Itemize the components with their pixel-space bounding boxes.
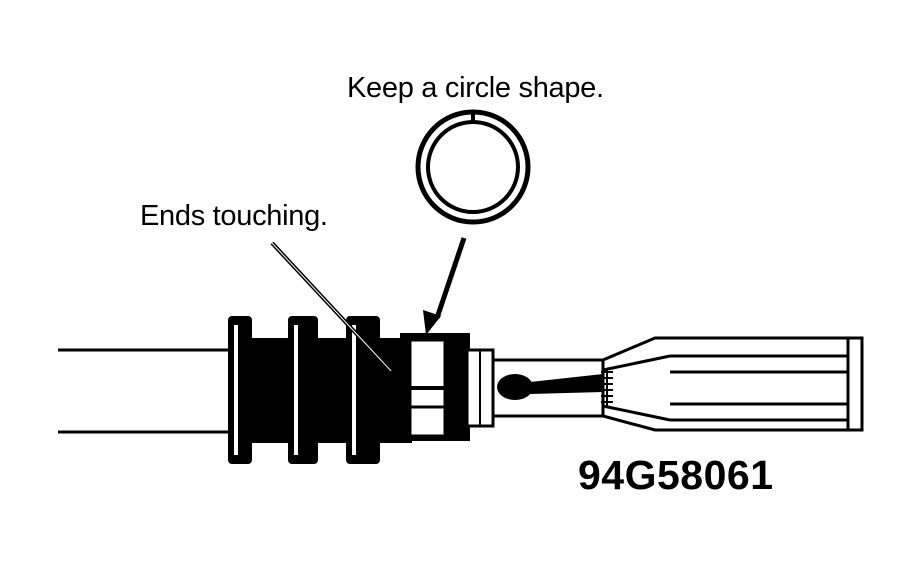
boot-highlights xyxy=(234,325,356,455)
boot-band xyxy=(408,338,495,438)
figure-id: 94G58061 xyxy=(578,452,774,498)
leader-line xyxy=(270,241,410,386)
band-tail xyxy=(497,374,603,400)
ends-touching-label: Ends touching. xyxy=(140,200,328,232)
keep-circle-label: Keep a circle shape. xyxy=(347,72,604,104)
retaining-ring-icon xyxy=(415,109,531,225)
left-shaft xyxy=(58,348,233,434)
arrow-icon xyxy=(423,237,467,335)
